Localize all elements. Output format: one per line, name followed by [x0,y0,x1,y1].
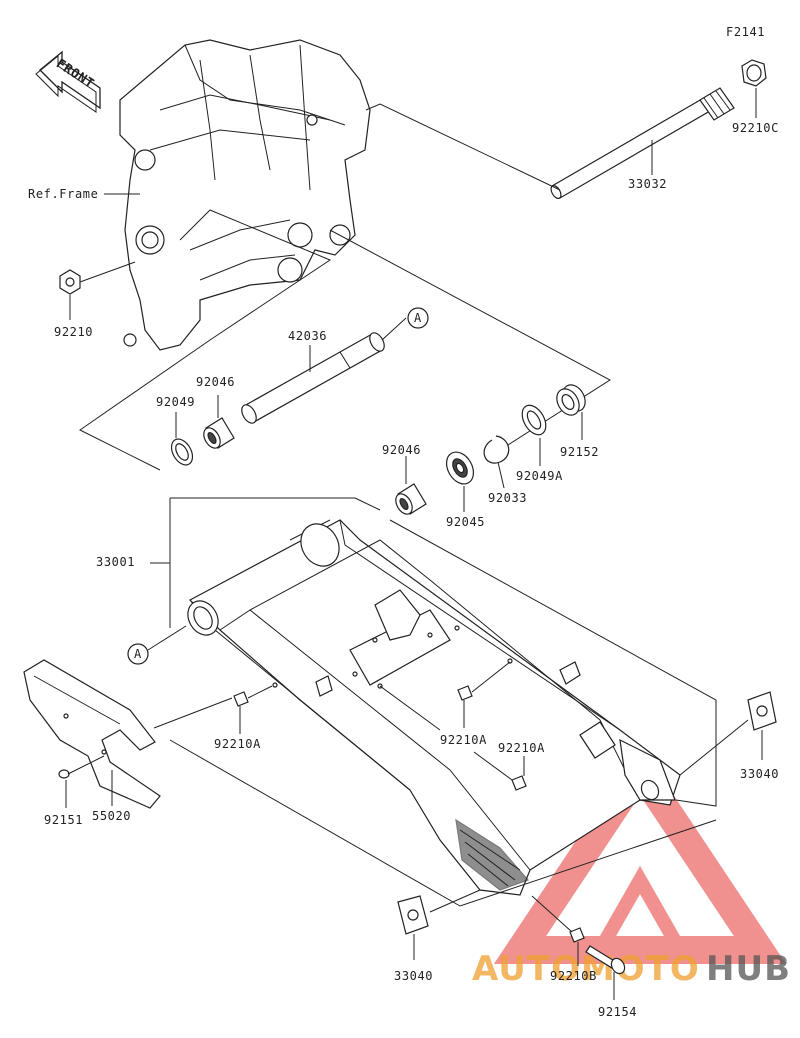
label-33040-right: 33040 [740,767,779,781]
label-92210c: 92210C [732,121,779,135]
part-92210a-bolt-left [233,685,273,707]
label-33040-bottom: 33040 [394,969,433,983]
label-92046-lower: 92046 [382,443,421,457]
part-55020-chain-guard [23,659,161,809]
label-33032: 33032 [628,177,667,191]
part-33032-axle [550,87,735,199]
callout-a-top-label: A [414,311,422,325]
watermark-logo [493,744,787,964]
part-92210a-bolt-right [473,751,527,791]
part-92033-circlip [483,435,510,464]
label-92152: 92152 [560,445,599,459]
label-92210a-1: 92210A [214,737,261,751]
part-92210-nut [59,269,81,295]
label-92046-upper: 92046 [196,375,235,389]
diagram-code: F2141 [726,25,765,39]
label-92033: 92033 [488,491,527,505]
part-92210c-nut [741,59,767,87]
label-92045: 92045 [446,515,485,529]
label-92049a: 92049A [516,469,563,483]
callout-a-top [407,307,429,329]
label-55020: 55020 [92,809,131,823]
part-92154-bolt [585,945,626,975]
part-33001-swingarm [187,519,681,896]
part-92210b-nut [531,895,585,943]
part-92045-bearing [445,451,475,485]
label-92210a-2: 92210A [440,733,487,747]
label-92210b: 92210B [550,969,597,983]
part-92049-seal [170,438,194,466]
label-92210a-3: 92210A [498,741,545,755]
part-92151-screw [58,755,105,779]
ref-frame-label: Ref.Frame [28,187,98,201]
label-33001: 33001 [96,555,135,569]
part-33040-adjuster-bottom [397,895,429,935]
watermark-brand-part1: AUTOMOTO [472,949,700,989]
part-42036-shaft [241,332,385,424]
frame-drawing [119,39,371,351]
part-92046-bearing-lower [395,483,427,515]
label-92210: 92210 [54,325,93,339]
front-arrow-icon [35,50,101,113]
label-42036: 42036 [288,329,327,343]
watermark-brand-part2: HUB [706,949,791,989]
label-92049: 92049 [156,395,195,409]
part-92152-collar [556,384,586,416]
part-92049a-seal [521,404,547,436]
callout-a-bottom [127,643,149,665]
label-92151: 92151 [44,813,83,827]
callout-a-bottom-label: A [134,647,142,661]
label-92154: 92154 [598,1005,637,1019]
part-92210a-bolt-center [457,661,511,701]
part-33040-adjuster-right [747,691,777,731]
part-92046-bearing-upper [203,417,235,449]
